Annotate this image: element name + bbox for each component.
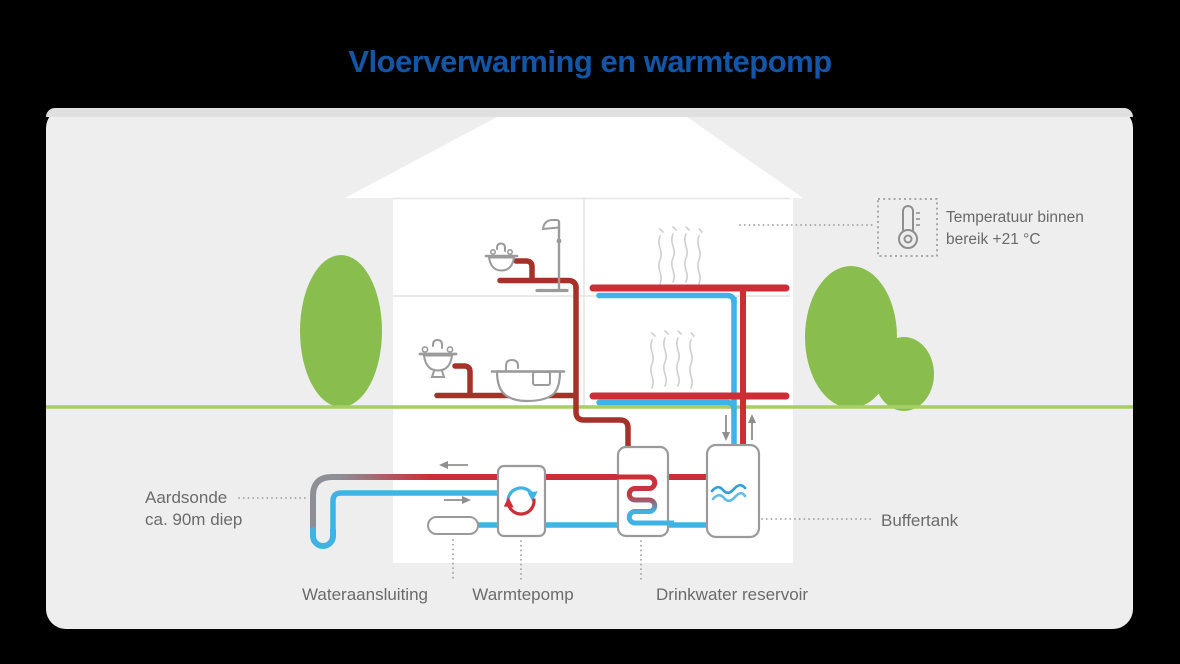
aardsonde-label-line1: Aardsonde — [145, 488, 228, 507]
water-waves-icon — [710, 483, 747, 503]
ground-loop-gray-pipe — [310, 474, 348, 535]
page-title: Vloerverwarming en warmtepomp — [348, 44, 832, 79]
arrow-left-icon — [439, 461, 468, 469]
rising-heat-icon-floor0 — [650, 330, 695, 389]
aardsonde-label: Aardsonde ca. 90m diep — [145, 487, 242, 531]
drinkwater-reservoir-label: Drinkwater reservoir — [656, 585, 809, 604]
trees — [300, 255, 934, 411]
floor0-return-pipe — [596, 399, 737, 413]
dotted-connectors — [238, 224, 875, 581]
coil-icon — [612, 474, 674, 526]
dhw-ground-sink-elbow — [452, 363, 473, 397]
temperature-label: Temperatuur binnen bereik +21 °C — [946, 207, 1084, 251]
flow-arrows — [439, 414, 756, 504]
cycle-arrows-icon — [503, 486, 538, 516]
tree-right-large-icon — [805, 266, 897, 408]
buffer-tank — [705, 443, 761, 539]
washbasin-icon-upper — [484, 242, 519, 272]
floor-heating-loops — [589, 284, 790, 413]
tree-left-icon — [300, 255, 382, 407]
buffertank-label: Buffertank — [881, 511, 959, 530]
wateraansluiting-label: Wateraansluiting — [302, 585, 428, 604]
thermometer-icon — [898, 205, 920, 249]
temperature-label-line2: bereik +21 °C — [946, 231, 1041, 248]
ground-loop — [310, 474, 508, 549]
shower-icon — [535, 219, 569, 293]
floor1-return-pipe — [596, 292, 737, 306]
ground-loop-return-pipe — [330, 490, 508, 535]
aardsonde-label-line2: ca. 90m diep — [145, 510, 243, 529]
dhw-upper-sink-elbow — [513, 258, 535, 282]
arrow-up-icon — [748, 414, 756, 440]
house-roof — [345, 117, 803, 198]
bathtub-icon — [490, 358, 566, 403]
ground-loop-u-bend — [310, 527, 336, 549]
dhw-main-riser — [573, 283, 631, 452]
water-connection-pill — [427, 516, 479, 535]
washbasin-icon-ground — [418, 338, 458, 378]
card-top-strip — [46, 108, 1133, 117]
fixtures — [418, 219, 569, 403]
arrow-right-icon — [444, 496, 471, 504]
temperature-label-line1: Temperatuur binnen — [946, 209, 1084, 226]
arrow-down-icon — [722, 415, 730, 441]
thermometer-callout — [877, 198, 938, 257]
warmtepomp-label: Warmtepomp — [472, 585, 574, 604]
tree-right-small-icon — [874, 337, 934, 411]
rising-heat-icon-floor1 — [658, 226, 703, 285]
heat-pump-unit — [496, 464, 547, 538]
drinking-water-reservoir — [612, 445, 674, 538]
